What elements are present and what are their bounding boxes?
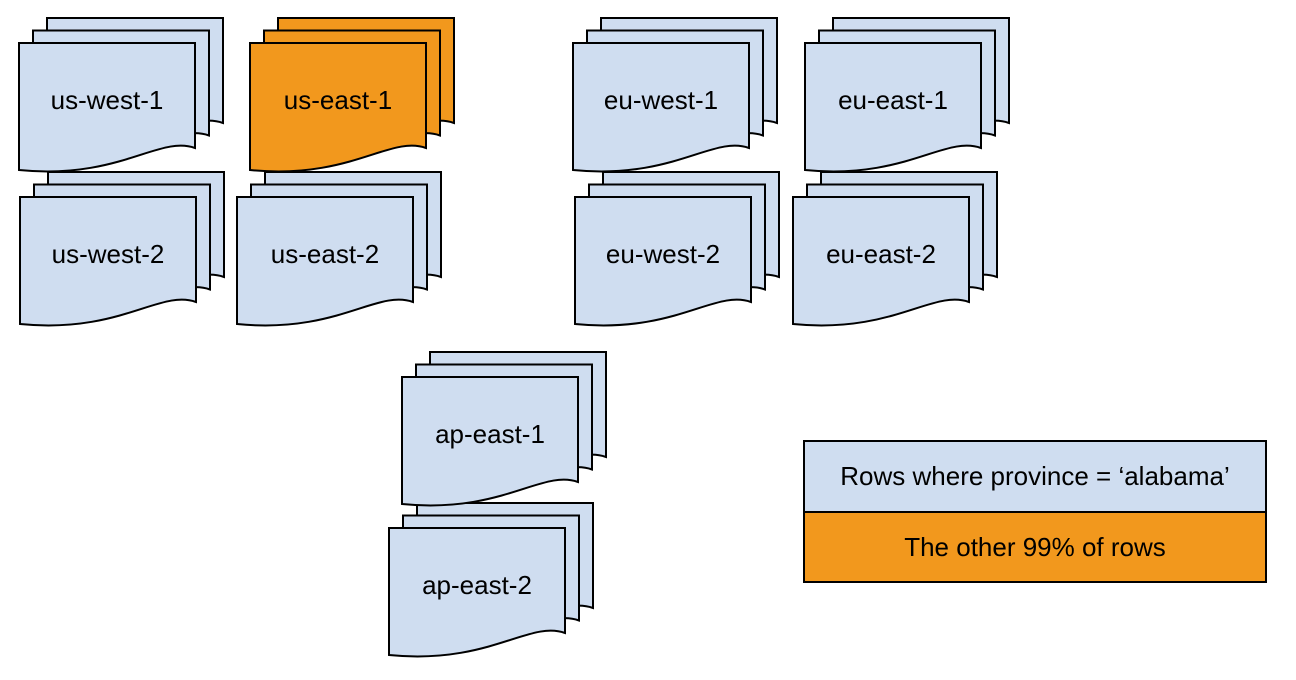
region-label-eu-east-1: eu-east-1 bbox=[838, 85, 948, 115]
region-label-eu-west-2: eu-west-2 bbox=[605, 239, 721, 269]
legend: Rows where province = ‘alabama’ The othe… bbox=[803, 440, 1267, 583]
region-label-ap-east-2: ap-east-2 bbox=[422, 570, 532, 600]
region-label-eu-east-2: eu-east-2 bbox=[826, 239, 936, 269]
region-stack-eu-west-2: eu-west-2 bbox=[573, 170, 781, 333]
region-stack-us-east-1: us-east-1 bbox=[248, 16, 456, 179]
document-stack-icon bbox=[804, 17, 1010, 173]
document-stack-icon bbox=[236, 171, 442, 327]
region-stack-eu-east-1: eu-east-1 bbox=[803, 16, 1011, 179]
region-label-us-west-2: us-west-2 bbox=[51, 239, 165, 269]
region-stack-ap-east-2: ap-east-2 bbox=[387, 501, 595, 664]
region-stack-ap-east-1: ap-east-1 bbox=[400, 350, 608, 513]
document-stack-icon bbox=[401, 351, 607, 507]
legend-item-alabama-rows: Rows where province = ‘alabama’ bbox=[805, 442, 1265, 513]
document-stack-icon bbox=[572, 17, 778, 173]
region-label-us-east-1: us-east-1 bbox=[283, 85, 393, 115]
region-label-us-west-1: us-west-1 bbox=[50, 85, 164, 115]
legend-item-other-rows: The other 99% of rows bbox=[805, 512, 1265, 581]
region-label-eu-west-1: eu-west-1 bbox=[603, 85, 719, 115]
region-stack-us-west-2: us-west-2 bbox=[18, 170, 226, 333]
document-stack-icon bbox=[249, 17, 455, 173]
document-stack-icon bbox=[19, 171, 225, 327]
region-stack-eu-east-2: eu-east-2 bbox=[791, 170, 999, 333]
region-stack-us-east-2: us-east-2 bbox=[235, 170, 443, 333]
region-stack-us-west-1: us-west-1 bbox=[17, 16, 225, 179]
legend-label-other-rows: The other 99% of rows bbox=[904, 531, 1166, 562]
legend-label-alabama-rows: Rows where province = ‘alabama’ bbox=[840, 461, 1230, 492]
region-stack-eu-west-1: eu-west-1 bbox=[571, 16, 779, 179]
document-stack-icon bbox=[18, 17, 224, 173]
document-stack-icon bbox=[388, 502, 594, 658]
region-label-us-east-2: us-east-2 bbox=[270, 239, 380, 269]
document-stack-icon bbox=[574, 171, 780, 327]
document-stack-icon bbox=[792, 171, 998, 327]
region-label-ap-east-1: ap-east-1 bbox=[435, 419, 545, 449]
